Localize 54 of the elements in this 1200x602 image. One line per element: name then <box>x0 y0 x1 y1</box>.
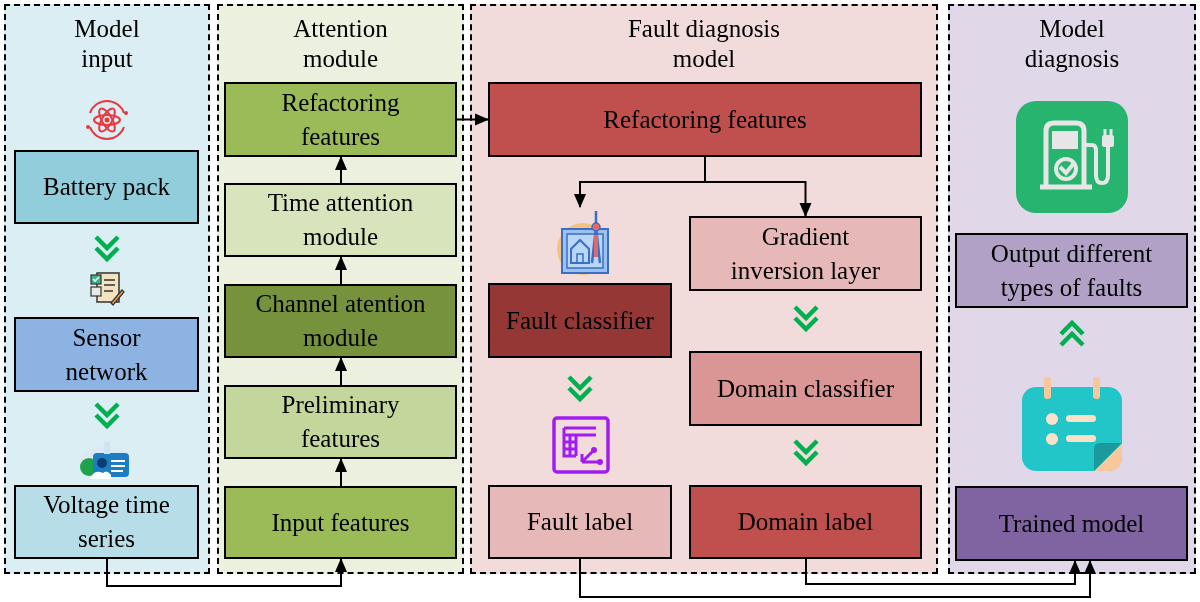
box-label: Time attention module <box>266 188 415 252</box>
process-box <box>14 317 199 392</box>
arrow <box>335 256 347 285</box>
panel-title: Model diagnosis <box>1023 14 1121 74</box>
arrow <box>456 113 489 126</box>
process-box <box>488 485 672 559</box>
chevron-arrow <box>566 374 594 403</box>
box-label: Battery pack <box>43 172 170 203</box>
chevron-arrow <box>792 304 820 333</box>
box-label: Refactoring features <box>280 87 401 152</box>
box-label: Sensor network <box>64 322 149 387</box>
process-box <box>488 82 922 157</box>
box-label: Gradient inversion layer <box>729 221 882 286</box>
process-box <box>689 216 922 291</box>
process-box <box>14 150 199 224</box>
process-box <box>955 233 1188 308</box>
process-box <box>224 284 457 358</box>
arrow <box>805 558 1081 585</box>
process-box <box>689 351 922 426</box>
panel-background <box>217 4 464 574</box>
box-label: Preliminary features <box>280 390 401 454</box>
process-box <box>14 485 199 559</box>
arrow <box>335 156 347 184</box>
panel-background <box>4 4 210 574</box>
box-label: Input features <box>271 507 410 538</box>
arrow <box>106 558 347 587</box>
box-label: Channel atention module <box>254 289 427 353</box>
panel-title: Fault diagnosis model <box>626 14 782 74</box>
process-box <box>224 183 457 257</box>
chevron-arrow <box>93 401 121 430</box>
process-box <box>224 82 457 157</box>
arrow <box>704 156 812 217</box>
box-label: Fault classifier <box>506 305 654 336</box>
panel-title: Attention module <box>292 14 389 74</box>
process-box <box>488 283 672 358</box>
process-box <box>224 385 457 459</box>
process-box <box>689 485 922 559</box>
arrow <box>579 558 1096 598</box>
chevron-arrow <box>792 438 820 467</box>
box-label: Fault label <box>526 507 634 538</box>
box-label: Domain label <box>737 507 874 538</box>
box-label: Voltage time series <box>42 490 171 554</box>
box-label: Trained model <box>998 508 1145 539</box>
process-box <box>224 486 457 559</box>
panel-background <box>470 4 938 574</box>
process-box <box>955 486 1188 561</box>
panel-title: Model input <box>73 14 141 74</box>
box-label: Domain classifier <box>717 373 894 404</box>
box-label: Output different types of faults <box>989 238 1154 303</box>
chevron-arrow <box>93 234 121 263</box>
box-label: Refactoring features <box>603 104 807 135</box>
arrow <box>335 357 347 386</box>
chevron-arrow <box>1058 319 1086 348</box>
arrow <box>335 458 347 487</box>
